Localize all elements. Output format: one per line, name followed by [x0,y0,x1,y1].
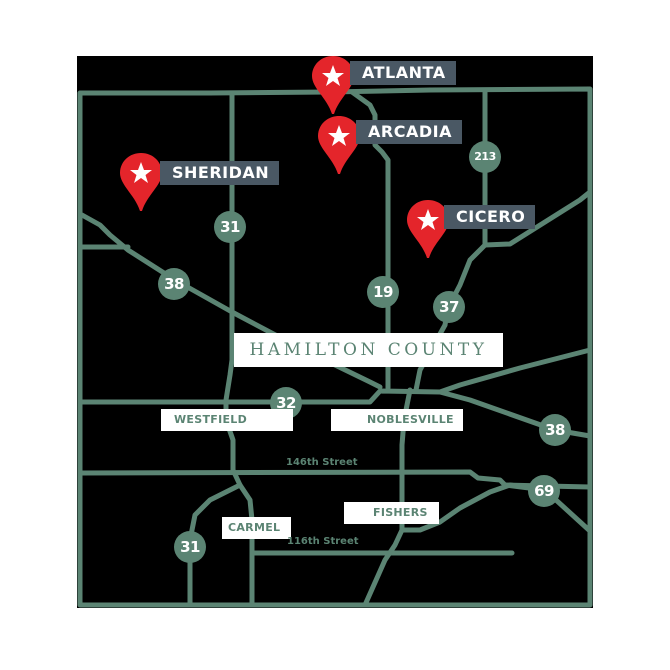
pin-label-arcadia: ARCADIA [356,120,462,144]
pin-label-cicero: CICERO [444,205,536,229]
city-label-noblesville: NOBLESVILLE [331,409,463,431]
star-pin-icon [120,153,162,211]
pin-label-sheridan: SHERIDAN [160,161,280,185]
city-label-fishers: FISHERS [344,502,439,524]
star-pin-icon [318,116,360,174]
star-pin-icon [312,56,354,114]
highway-shield-213: 213 [469,141,501,173]
highway-shield-19: 19 [367,276,399,308]
star-pin-icon [407,200,449,258]
highway-shield-38-east: 38 [539,414,571,446]
city-label-carmel: CARMEL [222,517,291,539]
highway-shield-31: 31 [214,211,246,243]
highway-shield-31-south: 31 [174,531,206,563]
street-label-116th: 116th Street [287,536,359,547]
highway-shield-38: 38 [158,268,190,300]
city-label-westfield: WESTFIELD [161,409,293,431]
highway-shield-69: 69 [528,475,560,507]
highway-shield-37: 37 [433,291,465,323]
county-title: HAMILTON COUNTY [234,333,503,367]
street-label-146th: 146th Street [286,457,358,468]
pin-label-atlanta: ATLANTA [350,61,456,85]
